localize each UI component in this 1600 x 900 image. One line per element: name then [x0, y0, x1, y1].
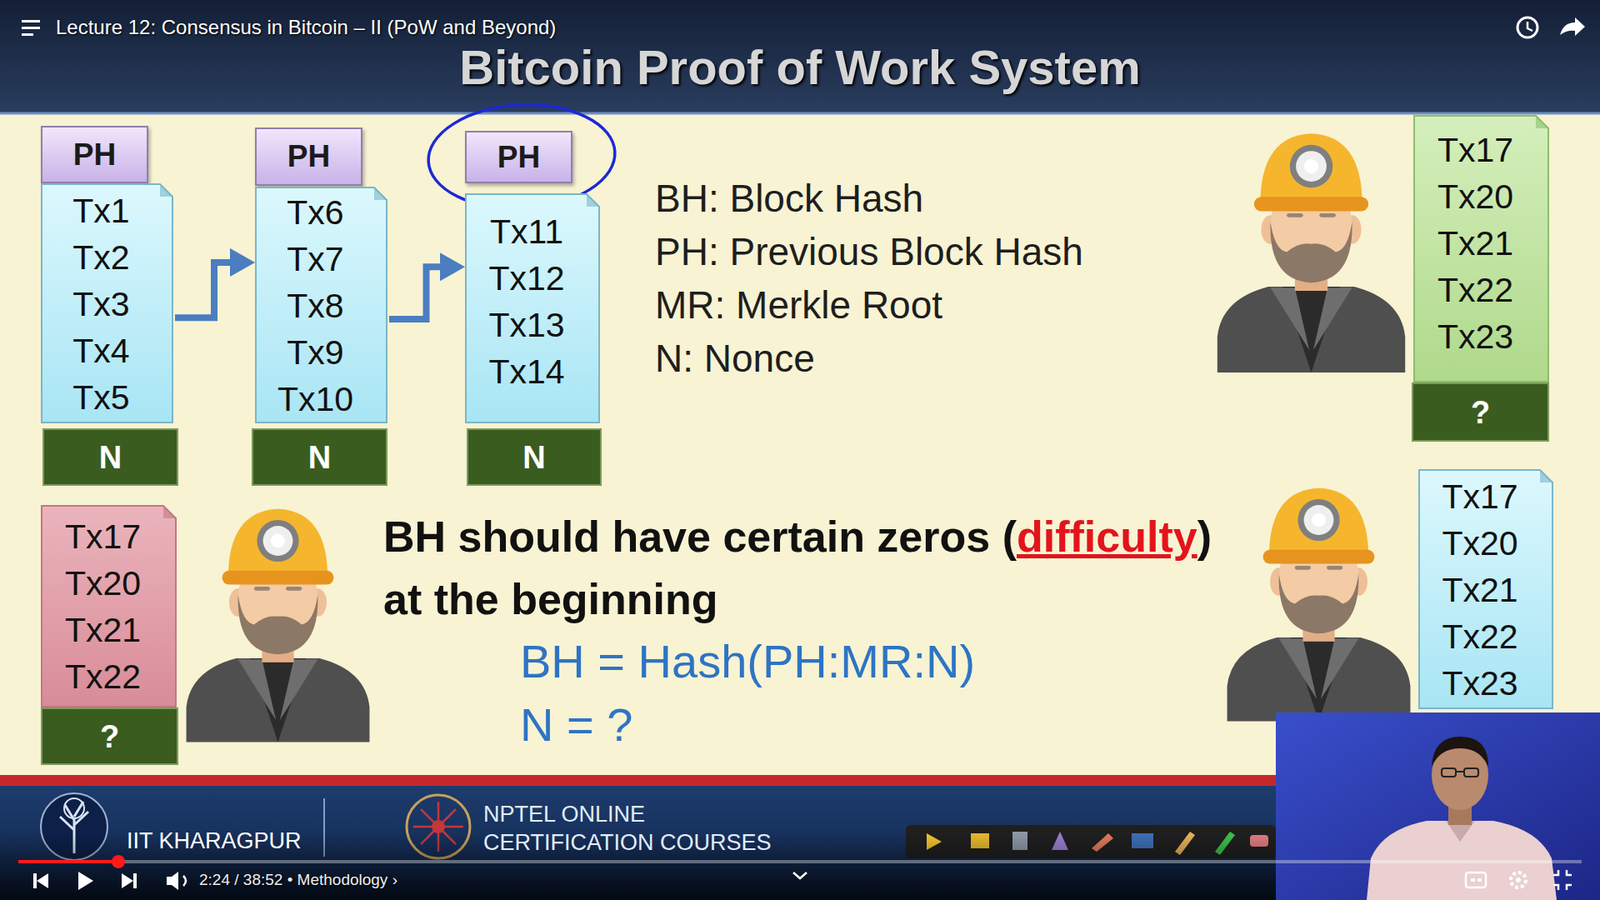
folded-corner	[586, 194, 600, 207]
transaction-id: Tx12	[488, 255, 565, 302]
document-outline	[1418, 469, 1554, 710]
programme-name: NPTEL ONLINE	[483, 801, 645, 828]
slide-title: Bitcoin Proof of Work System	[0, 40, 1600, 96]
nonce-field: N	[466, 428, 602, 486]
transaction-id: Tx22	[1441, 613, 1518, 660]
transaction-id: Tx22	[65, 653, 141, 700]
transaction-id: Tx9	[286, 329, 344, 376]
candidate-transactions: Tx17Tx20Tx21Tx22	[40, 505, 177, 708]
transaction-id: Tx14	[488, 348, 565, 395]
prev-hash-field: PH	[465, 130, 573, 184]
legend-line: MR: Merkle Root	[655, 283, 943, 328]
legend-line: N: Nonce	[655, 336, 815, 381]
unknown-nonce-field: ?	[1411, 382, 1550, 442]
document-shape	[1414, 115, 1549, 382]
video-title: Lecture 12: Consensus in Bitcoin – II (P…	[55, 15, 556, 40]
transaction-id: Tx21	[65, 606, 141, 654]
transaction-id: Tx17	[65, 513, 141, 560]
document-shape	[465, 194, 600, 423]
transaction-id: Tx20	[65, 560, 141, 607]
document-outline	[40, 505, 177, 708]
document-shape	[1419, 470, 1553, 709]
folded-corner	[374, 187, 387, 200]
transaction-id: Tx5	[72, 374, 130, 421]
transaction-id: Tx13	[488, 301, 565, 349]
transaction-list: Tx1Tx2Tx3Tx4Tx5	[40, 183, 174, 424]
nonce-field: N	[251, 428, 388, 486]
document-shape	[255, 187, 387, 423]
document-outline	[1413, 115, 1550, 383]
transaction-id: Tx21	[1437, 220, 1514, 267]
transaction-id: Tx4	[72, 327, 130, 375]
document-outline	[40, 183, 174, 424]
formula: N = ?	[520, 698, 633, 752]
legend-line: BH: Block Hash	[655, 176, 924, 221]
statement-text: BH should have certain zeros (	[383, 512, 1017, 561]
field-label: N	[308, 438, 331, 477]
candidate-transactions: Tx17Tx20Tx21Tx22Tx23	[1418, 469, 1554, 710]
field-label: PH	[497, 139, 540, 176]
transaction-id: Tx23	[1437, 313, 1514, 360]
legend-line: PH: Previous Block Hash	[655, 230, 1084, 275]
transaction-list: Tx6Tx7Tx8Tx9Tx10	[255, 186, 388, 424]
transaction-id: Tx6	[286, 189, 344, 236]
nonce-field: N	[42, 428, 179, 486]
transaction-id: Tx10	[277, 375, 354, 423]
programme-name: CERTIFICATION COURSES	[483, 830, 772, 856]
prev-hash-field: PH	[255, 127, 363, 186]
document-shape	[41, 184, 173, 423]
field-label: PH	[287, 138, 330, 175]
field-label: N	[99, 438, 122, 477]
candidate-transactions: Tx17Tx20Tx21Tx22Tx23	[1413, 115, 1550, 383]
video-time: 2:24 / 38:52 • Methodology ›	[199, 870, 398, 890]
folded-corner	[163, 505, 176, 519]
transaction-id: Tx1	[72, 187, 130, 235]
transaction-list: Tx11Tx12Tx13Tx14	[465, 193, 600, 424]
document-outline	[255, 186, 388, 424]
keyword: difficulty	[1016, 512, 1198, 561]
chain-arrow	[389, 266, 447, 320]
transaction-id: Tx17	[1437, 126, 1514, 174]
transaction-id: Tx20	[1441, 520, 1518, 567]
field-label: ?	[100, 717, 120, 756]
transaction-id: Tx23	[1441, 660, 1518, 707]
folded-corner	[160, 184, 173, 197]
document-shape	[41, 505, 176, 707]
transaction-id: Tx22	[1437, 266, 1514, 314]
formula: BH = Hash(PH:MR:N)	[520, 635, 975, 689]
statement-text: )	[1197, 512, 1212, 561]
transaction-id: Tx20	[1437, 173, 1514, 220]
field-label: N	[522, 438, 545, 477]
chain-arrow	[175, 262, 237, 318]
statement-text: at the beginning	[383, 575, 719, 625]
folded-corner	[1540, 470, 1553, 483]
field-label: ?	[1470, 393, 1490, 432]
document-outline	[465, 193, 600, 424]
folded-corner	[1535, 115, 1549, 129]
transaction-id: Tx11	[490, 208, 564, 255]
transaction-id: Tx17	[1441, 473, 1518, 520]
transaction-id: Tx8	[286, 282, 344, 330]
transaction-id: Tx2	[72, 234, 130, 281]
transaction-id: Tx21	[1441, 566, 1518, 614]
prev-hash-field: PH	[40, 125, 149, 184]
transaction-id: Tx3	[72, 280, 130, 328]
transaction-id: Tx7	[286, 235, 344, 283]
field-label: PH	[73, 136, 116, 174]
statement-line: BH should have certain zeros (difficulty…	[383, 512, 1212, 563]
institute-name: IIT KHARAGPUR	[126, 828, 302, 855]
unknown-nonce-field: ?	[40, 707, 179, 765]
